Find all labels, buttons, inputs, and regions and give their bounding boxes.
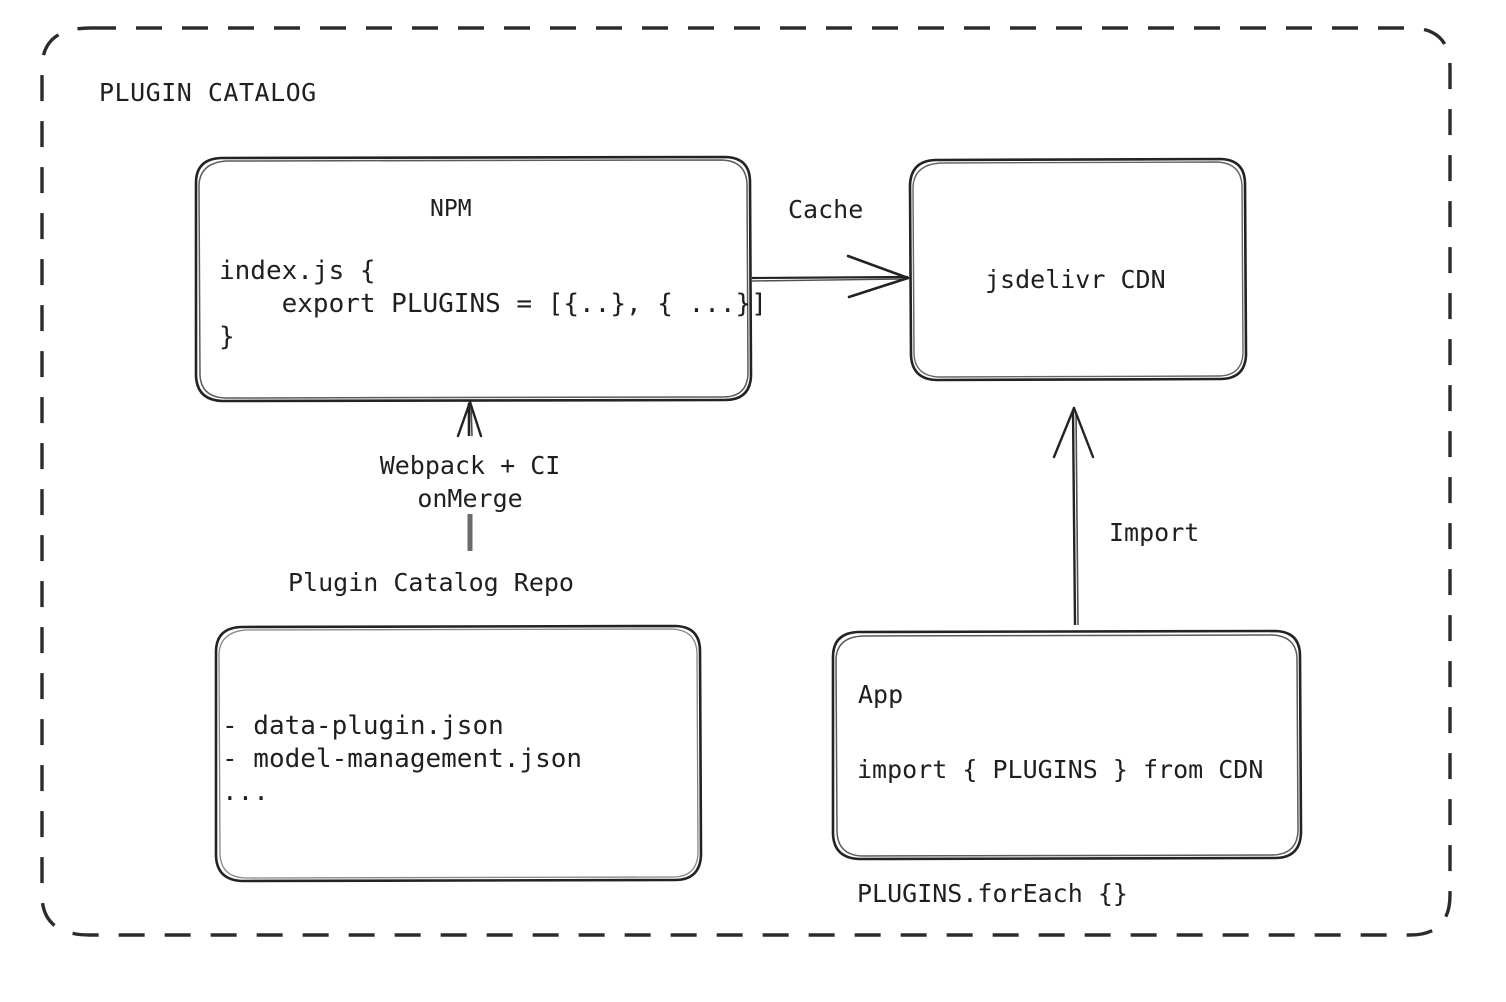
page-title: PLUGIN CATALOG (99, 78, 317, 107)
npm-node-title: NPM (430, 196, 472, 222)
repo-node-label: Plugin Catalog Repo (288, 568, 574, 597)
npm-node-code: index.js { export PLUGINS = [{..}, { ...… (219, 256, 767, 352)
app-node-title: App (858, 680, 904, 709)
edge-npm-to-cdn (751, 254, 910, 299)
edge-repo-to-npm (456, 400, 483, 551)
repo-node[interactable] (214, 624, 703, 883)
edge-label-cache: Cache (788, 195, 864, 224)
edge-label-webpack-ci-onmerge: Webpack + CI onMerge (379, 451, 561, 513)
repo-node-file-list: - data-plugin.json - model-management.js… (222, 711, 583, 807)
edge-app-to-cdn (1052, 406, 1095, 626)
cdn-node-title: jsdelivr CDN (985, 265, 1166, 294)
cdn-node[interactable] (908, 157, 1248, 382)
npm-node[interactable] (194, 155, 753, 403)
plugin-catalog-container (40, 26, 1452, 937)
app-node[interactable] (831, 629, 1303, 861)
edge-label-import: Import (1109, 518, 1200, 547)
app-node-code: import { PLUGINS } from CDN PLUGINS.forE… (857, 755, 1264, 908)
